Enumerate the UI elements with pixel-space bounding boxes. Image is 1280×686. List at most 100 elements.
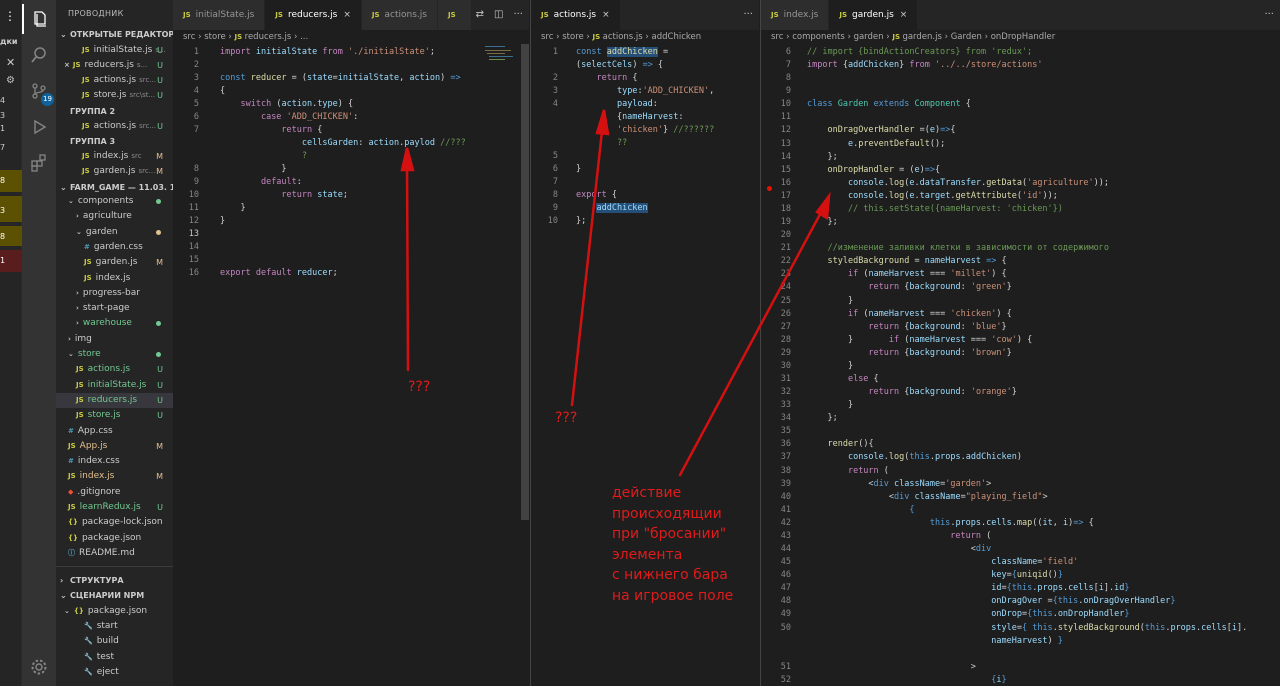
tree-item[interactable]: ⌄store xyxy=(56,347,173,362)
open-editors-header[interactable]: ⌄ОТКРЫТЫЕ РЕДАКТОРЫ xyxy=(56,27,173,43)
tree-item[interactable]: ›progress-bar xyxy=(56,286,173,301)
breadcrumb-item[interactable]: onDropHandler xyxy=(990,32,1056,42)
code-area[interactable]: 6// import {bindActionCreators} from 're… xyxy=(761,46,1280,686)
breadcrumb-item[interactable]: addChicken xyxy=(651,32,702,42)
tree-item[interactable]: ›agriculture xyxy=(56,209,173,224)
tree-item-label: initialState.js xyxy=(87,379,147,390)
js-icon: JS xyxy=(771,11,779,19)
more-actions-icon[interactable]: ··· xyxy=(743,9,753,20)
tree-item[interactable]: ⌄garden xyxy=(56,225,173,240)
tree-item-label: garden.js xyxy=(95,257,138,268)
breadcrumb-item[interactable]: actions.js xyxy=(602,32,643,42)
more-icon[interactable]: ⋮ xyxy=(4,9,16,23)
tree-item[interactable]: ›warehouse xyxy=(56,316,173,331)
close-icon[interactable]: ✕ xyxy=(6,56,16,69)
tab-label: garden.js xyxy=(852,10,894,20)
structure-header[interactable]: ›СТРУКТУРА xyxy=(56,573,173,589)
breadcrumb-item[interactable]: garden xyxy=(853,32,884,42)
chevron-right-icon: › xyxy=(76,212,79,221)
compare-icon[interactable]: ⇄ xyxy=(475,9,484,20)
close-icon[interactable]: × xyxy=(343,10,351,20)
js-icon: JS xyxy=(592,33,603,41)
tree-item[interactable]: #App.css xyxy=(56,424,173,439)
line-number: 20 xyxy=(780,230,791,241)
breadcrumb-item[interactable]: components xyxy=(792,32,845,42)
close-icon[interactable]: × xyxy=(602,10,610,20)
code-line: else { xyxy=(847,374,879,384)
settings-gear-icon[interactable] xyxy=(22,652,56,682)
npm-scripts-header[interactable]: ⌄СЦЕНАРИИ NPM xyxy=(56,588,173,604)
split-editor-icon[interactable]: ◫ xyxy=(494,9,504,20)
close-icon[interactable]: × xyxy=(64,61,70,69)
breadcrumb-item[interactable]: Garden xyxy=(950,32,982,42)
more-actions-icon[interactable]: ··· xyxy=(513,9,523,20)
run-debug-icon[interactable] xyxy=(22,112,56,142)
source-control-icon[interactable] xyxy=(22,76,56,106)
code-line: //изменение заливки клетки в зависимости… xyxy=(827,243,1109,254)
line-number: 52 xyxy=(780,674,791,685)
scrollbar[interactable] xyxy=(521,44,529,520)
editor-tab[interactable]: JS xyxy=(437,0,472,30)
tab-label: reducers.js xyxy=(287,10,338,20)
breadcrumb-item[interactable]: store xyxy=(204,32,226,42)
tree-item[interactable]: ›start-page xyxy=(56,301,173,316)
minimap[interactable] xyxy=(483,44,521,104)
close-icon[interactable]: × xyxy=(899,10,908,20)
breadcrumb-item[interactable]: ... xyxy=(300,32,309,42)
tree-item[interactable]: ◆.gitignore xyxy=(56,485,173,500)
npm-script-item[interactable]: 🔧build xyxy=(56,634,173,649)
project-header[interactable]: ⌄FARM_GAME — 11.03. 15-11 xyxy=(56,180,173,196)
npm-package-json[interactable]: ⌄{}package.json xyxy=(56,604,173,619)
more-actions-icon[interactable]: ··· xyxy=(1264,9,1274,20)
tree-item[interactable]: {}package-lock.json xyxy=(56,515,173,530)
tree-item[interactable]: #garden.css xyxy=(56,240,173,255)
tree-item[interactable]: {}package.json xyxy=(56,531,173,546)
breadcrumb-item[interactable]: store xyxy=(562,32,584,42)
breadcrumb-item[interactable]: src xyxy=(771,32,784,42)
breadcrumb-item[interactable]: garden.js xyxy=(902,32,942,42)
group2-header[interactable]: ГРУППА 2 xyxy=(70,107,116,116)
code-line: return { xyxy=(281,125,323,135)
breadcrumb-item[interactable]: reducers.js xyxy=(244,32,292,42)
breadcrumb-item[interactable]: src xyxy=(541,32,554,42)
breakpoint-icon[interactable] xyxy=(767,186,772,191)
breadcrumb-item[interactable]: src xyxy=(183,32,196,42)
npm-script-item[interactable]: 🔧test xyxy=(56,650,173,665)
tree-item[interactable]: ⌄components xyxy=(56,194,173,209)
tree-item[interactable]: #index.css xyxy=(56,454,173,469)
npm-script-item[interactable]: 🔧eject xyxy=(56,665,173,680)
tree-item[interactable]: ›img xyxy=(56,332,173,347)
js-icon: JS xyxy=(371,11,380,19)
gear-icon[interactable]: ⚙ xyxy=(6,75,15,86)
extensions-icon[interactable] xyxy=(22,148,56,178)
group3-header[interactable]: ГРУППА 3 xyxy=(70,137,116,146)
explorer-icon[interactable] xyxy=(22,4,56,34)
npm-script-item[interactable]: 🔧start xyxy=(56,619,173,634)
search-icon[interactable] xyxy=(22,40,56,70)
